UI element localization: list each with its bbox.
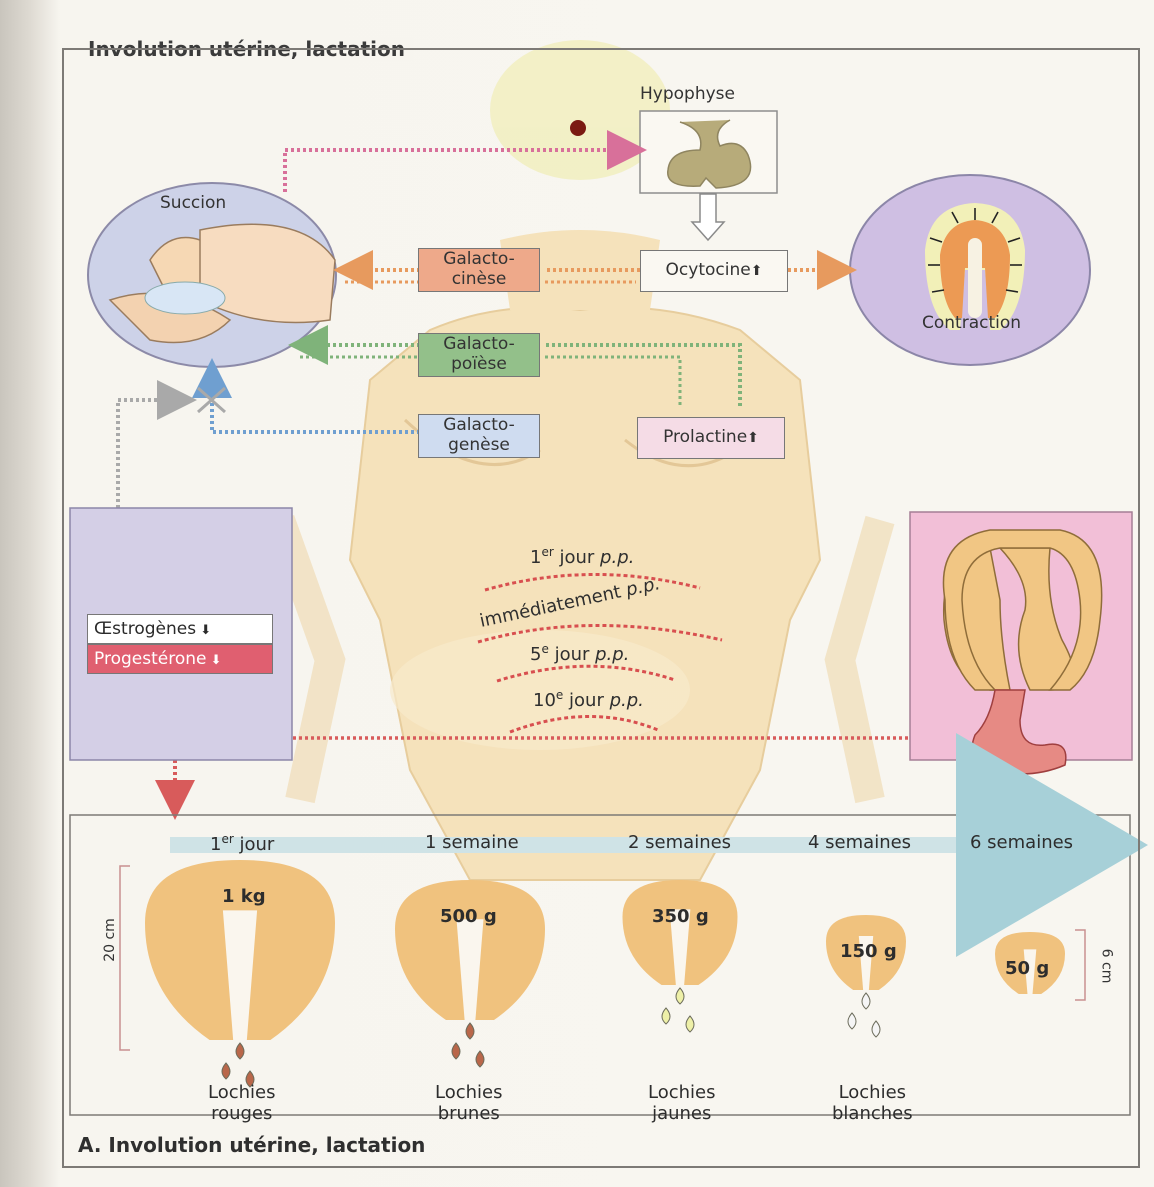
- outer-frame: [62, 48, 1140, 1168]
- galactopoiese-line-1: Galacto-: [419, 334, 539, 354]
- timeline-label: 4 semaines: [808, 832, 911, 853]
- uterus-mass-label: 500 g: [440, 906, 497, 927]
- postpartum-label: 5e jour p.p.: [530, 642, 629, 665]
- ocytocine-label: Ocytocine: [666, 260, 751, 280]
- increase-arrow-icon: ⬆: [751, 263, 763, 279]
- uterus-mass-label: 1 kg: [222, 886, 266, 907]
- galactopoiese-box: Galacto- poïèse: [418, 333, 540, 377]
- uterus-mass-label: 50 g: [1005, 958, 1049, 979]
- increase-arrow-icon: ⬆: [747, 430, 759, 446]
- galactocinese-box: Galacto- cinèse: [418, 248, 540, 292]
- timeline-label: 1er jour: [210, 832, 274, 855]
- galactopoiese-line-2: poïèse: [419, 354, 539, 374]
- galactocinese-line-1: Galacto-: [419, 249, 539, 269]
- scale-20cm-label: 20 cm: [102, 918, 118, 962]
- oestrogenes-row: Œstrogènes ⬇: [87, 614, 273, 644]
- postpartum-label: 10e jour p.p.: [533, 688, 644, 711]
- galactogenese-line-2: genèse: [419, 435, 539, 455]
- progesterone-label: Progestérone: [94, 649, 206, 669]
- galactogenese-line-1: Galacto-: [419, 415, 539, 435]
- ocytocine-box: Ocytocine⬆: [640, 250, 788, 292]
- hypophyse-label: Hypophyse: [640, 84, 735, 104]
- prolactine-label: Prolactine: [663, 427, 747, 447]
- succion-label: Succion: [160, 193, 226, 213]
- timeline-label: 1 semaine: [425, 832, 519, 853]
- figure-caption: A. Involution utérine, lactation: [78, 1133, 425, 1157]
- timeline-label: 6 semaines: [970, 832, 1073, 853]
- uterus-mass-label: 350 g: [652, 906, 709, 927]
- galactogenese-box: Galacto- genèse: [418, 414, 540, 458]
- decrease-arrow-icon: ⬇: [206, 653, 221, 668]
- timeline-label: 2 semaines: [628, 832, 731, 853]
- postpartum-label: 1er jour p.p.: [530, 545, 634, 568]
- scale-6cm-label: 6 cm: [1098, 949, 1114, 984]
- decrease-arrow-icon: ⬇: [196, 623, 211, 638]
- prolactine-box: Prolactine⬆: [637, 417, 785, 459]
- galactocinese-line-2: cinèse: [419, 269, 539, 289]
- uterus-mass-label: 150 g: [840, 941, 897, 962]
- oestrogenes-label: Œstrogènes: [94, 619, 196, 639]
- progesterone-row: Progestérone ⬇: [87, 644, 273, 674]
- contraction-label: Contraction: [922, 313, 1021, 333]
